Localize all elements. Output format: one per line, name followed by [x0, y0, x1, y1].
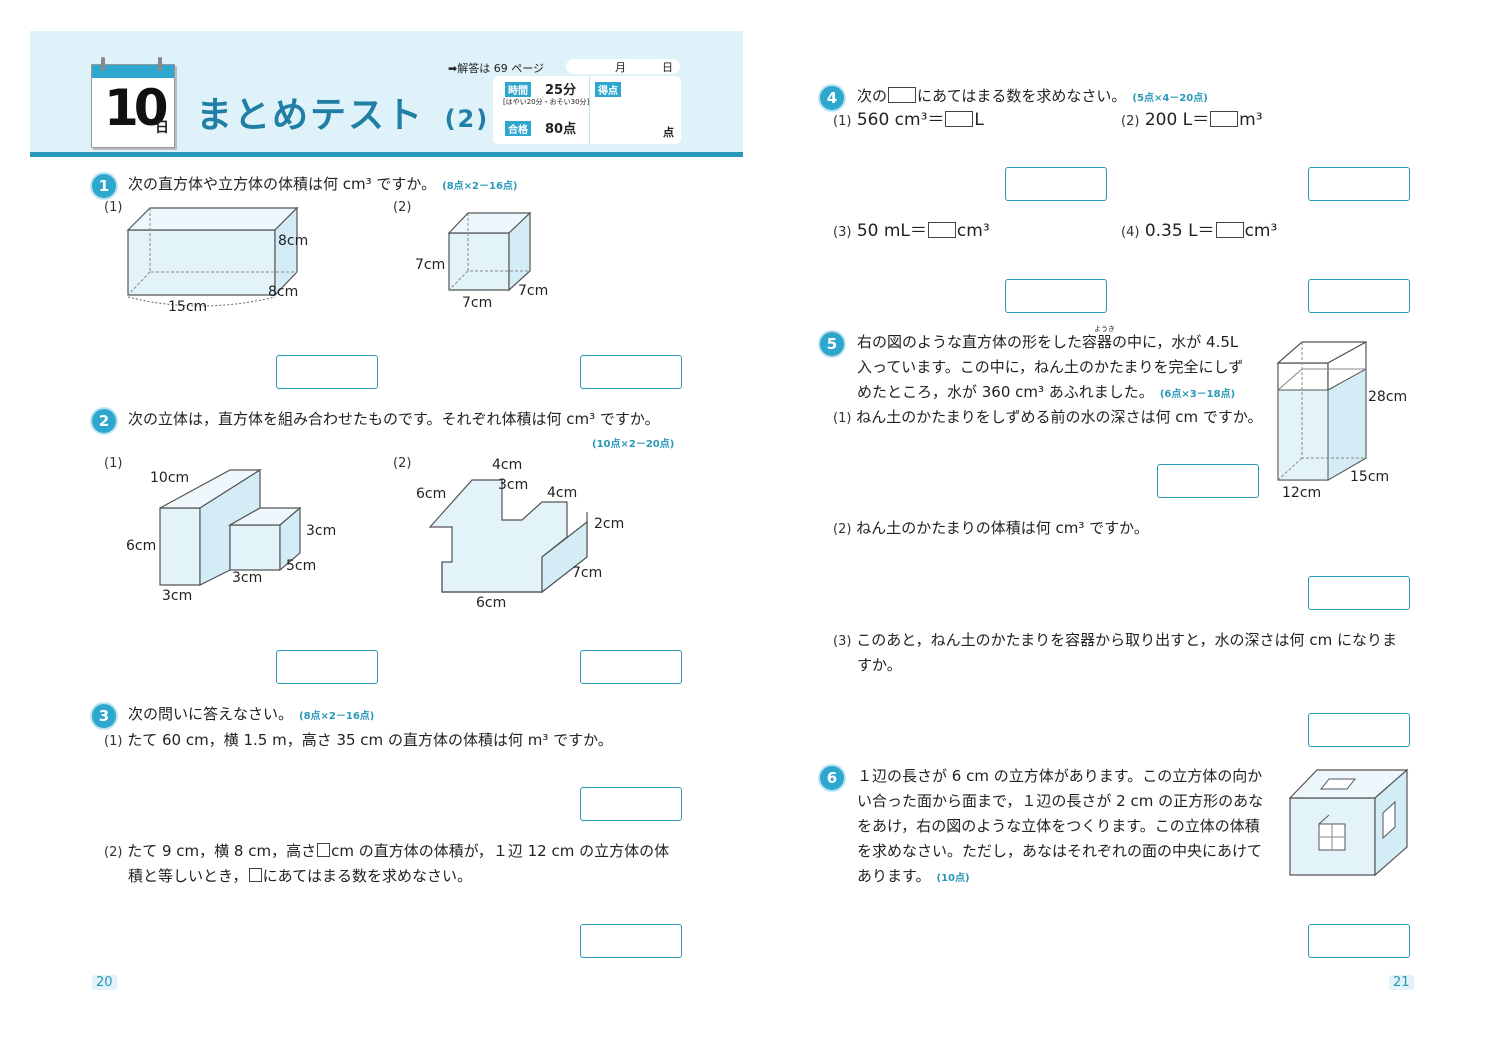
- q5-fig-depth: 15cm: [1350, 469, 1389, 485]
- question-2-points: (10点×2－20点): [592, 439, 675, 450]
- pass-label: 合格: [505, 121, 531, 136]
- answer-box-q1-1[interactable]: [276, 355, 378, 389]
- q1-cube-figure: 7cm 7cm 7cm: [415, 211, 548, 310]
- q5-part3-line1: (3) このあと，ねん土のかたまりを容器から取り出すと，水の深さは何 cm にな…: [833, 631, 1397, 649]
- q4-item-1: (1) 560 cm³＝L: [833, 110, 984, 130]
- q5-part3-line2: すか。: [857, 656, 902, 674]
- info-panel: 時間 25分 [はやい20分・おそい30分] 合格 80点 得点 点: [493, 76, 681, 144]
- q3-part1: (1) たて 60 cm，横 1.5 m，高さ 35 cm の直方体の体積は何 …: [104, 731, 613, 749]
- q2-fig1-label-a: 10cm: [150, 470, 189, 486]
- answer-box-q2-2[interactable]: [580, 650, 682, 684]
- question-4-text: 次のにあてはまる数を求めなさい。(5点×4－20点): [857, 87, 1208, 105]
- q2-fig2-label-d: 4cm: [547, 485, 577, 501]
- answer-box-q5-1[interactable]: [1157, 464, 1259, 498]
- question-number-5: 5: [818, 330, 846, 358]
- q5-line3: めたところ，水が 360 cm³ あふれました。(6点×3－18点): [857, 383, 1236, 401]
- answer-box-q3-2[interactable]: [580, 924, 682, 958]
- answer-box-q5-2[interactable]: [1308, 576, 1410, 610]
- question-2-text: 次の立体は，直方体を組み合わせたものです。それぞれ体積は何 cm³ ですか。: [128, 410, 660, 428]
- question-number-1: 1: [90, 172, 118, 200]
- q2-fig2-label-a: 4cm: [492, 457, 522, 473]
- q5-container-figure: 28cm 15cm 12cm: [1276, 340, 1407, 501]
- time-value: 25分: [545, 83, 577, 98]
- q6-line5: あります。(10点): [857, 867, 970, 885]
- question-number-4: 4: [818, 84, 846, 112]
- answer-box-q5-3[interactable]: [1308, 713, 1410, 747]
- q5-ruby: ようき: [1094, 325, 1115, 333]
- q4-item-3: (3) 50 mL＝cm³: [833, 221, 990, 241]
- q5-fig-height: 28cm: [1368, 389, 1407, 405]
- q5-fig-width: 12cm: [1282, 485, 1321, 501]
- q6-line3: をあけ，右の図のような立体をつくります。この立体の体積: [857, 817, 1260, 835]
- answer-box-q3-1[interactable]: [580, 787, 682, 821]
- q1-fig2-label-b: 7cm: [462, 295, 492, 310]
- q2-fig2-label-g: 6cm: [476, 595, 506, 611]
- q2-fig1-label-e: 3cm: [306, 523, 336, 539]
- q1-fig1-label-a: 8cm: [278, 233, 308, 249]
- score-label: 得点: [595, 82, 621, 97]
- q4-item-2: (2) 200 L＝m³: [1121, 110, 1263, 130]
- q1-sub1-label: (1): [104, 200, 123, 215]
- time-label: 時間: [505, 82, 531, 97]
- page-number-right: 21: [1389, 975, 1414, 990]
- q2-sub1-label: (1): [104, 456, 123, 471]
- q6-line4: を求めなさい。ただし，あなはそれぞれの面の中央にあけて: [857, 842, 1263, 860]
- q5-line1: 右の図のような直方体の形をした容器の中に，水が 4.5L: [857, 333, 1239, 351]
- question-1-text: 次の直方体や立方体の体積は何 cm³ ですか。(8点×2－16点): [128, 175, 518, 193]
- question-number-2: 2: [90, 407, 118, 435]
- q1-fig1-label-b: 8cm: [268, 284, 298, 300]
- q4-item-4: (4) 0.35 L＝cm³: [1121, 221, 1278, 241]
- q2-fig1-label-d: 3cm: [232, 570, 262, 586]
- q1-cuboid-figure: 8cm 8cm 15cm: [126, 206, 308, 315]
- score-unit: 点: [663, 126, 674, 139]
- answer-box-q4-4[interactable]: [1308, 279, 1410, 313]
- answer-reference: ➡解答は 69 ページ: [448, 62, 544, 75]
- question-number-6: 6: [818, 764, 846, 792]
- page-number-left: 20: [92, 975, 117, 990]
- day-calendar-badge: 10 日: [91, 57, 175, 148]
- page-title: まとめテスト (2): [196, 95, 490, 136]
- q2-fig2-label-e: 2cm: [594, 516, 624, 532]
- q6-holed-cube-figure: [1288, 768, 1409, 877]
- q2-fig2-label-f: 7cm: [572, 565, 602, 581]
- q6-line1: １辺の長さが 6 cm の立方体があります。この立方体の向か: [857, 767, 1263, 785]
- answer-box-q6[interactable]: [1308, 924, 1410, 958]
- q2-fig2-label-b: 6cm: [416, 486, 446, 502]
- day-unit: 日: [155, 120, 169, 136]
- q1-sub2-label: (2): [393, 200, 412, 215]
- answer-box-q4-3[interactable]: [1005, 279, 1107, 313]
- q5-part1: (1) ねん土のかたまりをしずめる前の水の深さは何 cm ですか。: [833, 408, 1263, 426]
- q5-part2: (2) ねん土のかたまりの体積は何 cm³ ですか。: [833, 519, 1149, 537]
- answer-box-q2-1[interactable]: [276, 650, 378, 684]
- answer-box-q1-2[interactable]: [580, 355, 682, 389]
- q1-fig1-label-c: 15cm: [168, 299, 207, 315]
- question-number-3: 3: [90, 702, 118, 730]
- header-stripe: [30, 152, 743, 157]
- answer-box-q4-2[interactable]: [1308, 167, 1410, 201]
- q1-fig2-label-c: 7cm: [518, 283, 548, 299]
- q2-fig2-label-c: 3cm: [498, 477, 528, 493]
- time-note: [はやい20分・おそい30分]: [503, 98, 590, 106]
- q2-combined-solid-1: 10cm 6cm 3cm 3cm 3cm 5cm: [126, 468, 336, 604]
- q2-fig1-label-f: 5cm: [286, 558, 316, 574]
- q6-line2: い合った面から面まで，１辺の長さが 2 cm の正方形のあな: [857, 792, 1264, 810]
- q2-combined-solid-2: 4cm 6cm 3cm 4cm 2cm 7cm 6cm: [416, 457, 624, 611]
- answer-box-q4-1[interactable]: [1005, 167, 1107, 201]
- q1-fig2-label-a: 7cm: [415, 257, 445, 273]
- q5-line2: 入っています。この中に，ねん土のかたまりを完全にしず: [857, 358, 1244, 376]
- date-panel: 月 日: [566, 59, 680, 74]
- day-number: 10: [104, 79, 169, 137]
- q2-fig1-label-c: 3cm: [162, 588, 192, 604]
- q3-part2-line2: 積と等しいとき，にあてはまる数を求めなさい。: [128, 867, 472, 885]
- question-3-text: 次の問いに答えなさい。(8点×2－16点): [128, 705, 375, 723]
- pass-value: 80点: [545, 122, 577, 137]
- q2-sub2-label: (2): [393, 456, 412, 471]
- q2-fig1-label-b: 6cm: [126, 538, 156, 554]
